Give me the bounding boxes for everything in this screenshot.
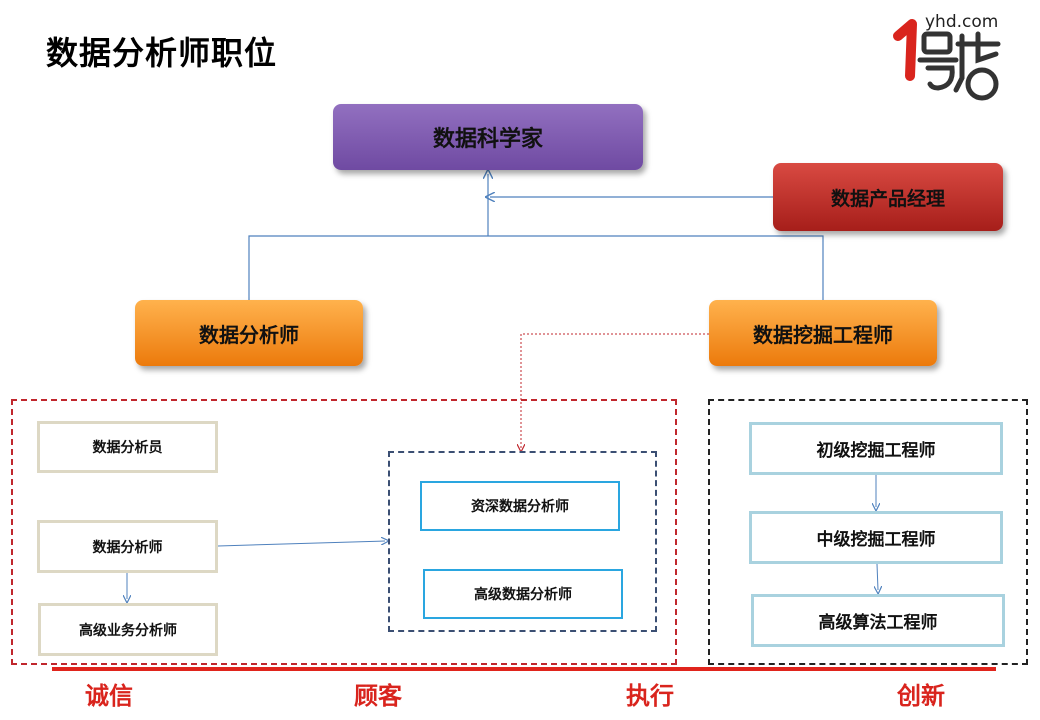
value-innovation: 创新 — [897, 682, 945, 710]
data-scientist-box: 数据科学家 — [333, 104, 643, 170]
mining-group-frame — [708, 399, 1028, 665]
footer-line — [52, 667, 996, 671]
mid-mining-engineer-box: 中级挖掘工程师 — [749, 511, 1003, 564]
senior-data-analyst-box: 资深数据分析师 — [420, 481, 620, 531]
connector-mid-to-senior — [877, 563, 878, 590]
connector-analysts-to-scientist — [248, 235, 824, 300]
page-title: 数据分析师职位 — [46, 34, 278, 72]
data-mining-engineer-box: 数据挖掘工程师 — [709, 300, 937, 366]
analyst-group-frame — [11, 399, 677, 665]
data-product-manager-box: 数据产品经理 — [773, 163, 1003, 231]
value-integrity: 诚信 — [85, 682, 133, 710]
logo-url: yhd.com — [925, 12, 999, 32]
advanced-data-analyst-box: 高级数据分析师 — [423, 569, 623, 619]
connector-mining-to-expert — [521, 333, 709, 448]
analyst-box: 数据分析师 — [37, 520, 218, 573]
senior-algorithm-engineer-box: 高级算法工程师 — [751, 594, 1005, 647]
logo-mark — [893, 19, 1001, 101]
connector-analyst-to-expert — [217, 541, 385, 547]
senior-business-analyst-box: 高级业务分析师 — [38, 603, 218, 656]
value-customer: 顾客 — [354, 682, 402, 710]
value-execution: 执行 — [626, 682, 674, 710]
junior-mining-engineer-box: 初级挖掘工程师 — [749, 422, 1003, 475]
data-analyst-box: 数据分析师 — [135, 300, 363, 366]
junior-analyst-box: 数据分析员 — [37, 421, 218, 473]
expert-analyst-frame — [388, 451, 657, 632]
